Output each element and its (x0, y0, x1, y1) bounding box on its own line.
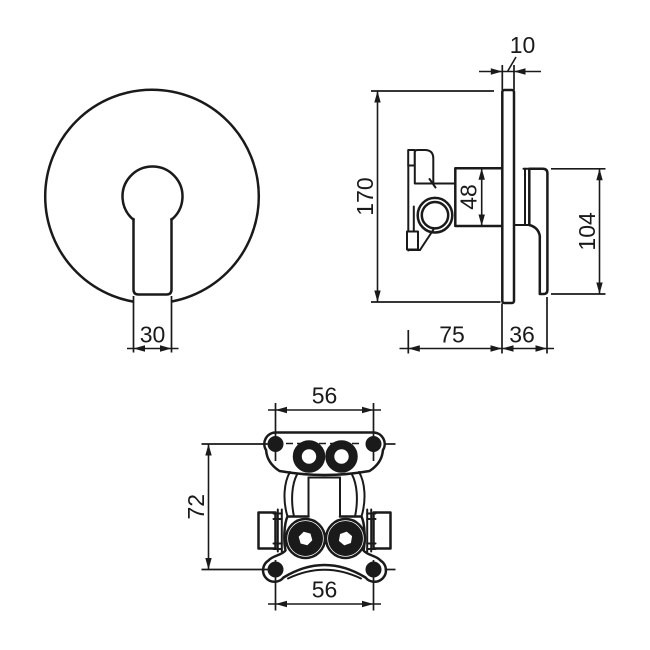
port-outline (292, 440, 326, 473)
mounting-hole (267, 436, 284, 452)
dimension-handle-length: 104 (551, 167, 606, 295)
dimension-port-spacing-bottom: 56 (268, 560, 381, 611)
arrowhead (596, 168, 603, 181)
side-view: 10 170 48 104 (352, 32, 606, 354)
tab-right (372, 511, 392, 550)
body-lower-outline (261, 515, 388, 584)
mounting-hole (365, 561, 382, 578)
dim-label-handle-width: 30 (140, 322, 166, 348)
shoulder-left-outer (283, 471, 291, 518)
bottom-view: 56 72 56 (183, 383, 396, 611)
dim-label-port-spacing-top: 56 (312, 383, 338, 409)
pipe-port-outer (416, 196, 454, 234)
dim-label-handle-length: 104 (574, 212, 600, 251)
arrowhead (514, 68, 526, 75)
mounting-hole (365, 436, 382, 452)
arrowhead (490, 345, 502, 352)
arrowhead (205, 558, 212, 570)
arrowhead (362, 600, 374, 608)
arrowhead (490, 68, 503, 75)
rough-in-valve-side (406, 149, 504, 252)
arrowhead (205, 444, 212, 456)
dim-label-body-depth: 75 (439, 322, 465, 348)
dimension-plate-thickness: 10 (479, 32, 541, 90)
port-outline (325, 440, 358, 473)
port-outline (324, 517, 367, 560)
dim-label-plate-thickness: 10 (510, 32, 536, 58)
dimension-plate-height: 170 (352, 90, 501, 303)
handle-knob-arc (121, 165, 184, 221)
front-view: 30 (43, 88, 261, 353)
hex-socket (298, 531, 313, 546)
bottom-ports (284, 517, 367, 560)
arrowhead (596, 282, 603, 294)
body-waist (283, 471, 366, 518)
handle-body (528, 167, 549, 296)
shoulder-right-inner (351, 473, 358, 518)
arrowhead (374, 91, 381, 103)
mounting-hole (267, 561, 284, 578)
dim-label-handle-projection: 36 (509, 322, 535, 348)
arrowhead (478, 214, 485, 226)
arrowhead (362, 406, 374, 414)
dimension-cartridge-height: 48 (456, 168, 485, 226)
arrowhead (478, 168, 485, 180)
arrowhead (275, 600, 287, 608)
valve-cartridge (454, 167, 504, 228)
handle-stem-outline (132, 217, 173, 296)
mounting-holes (267, 436, 382, 578)
bracket-hook (428, 178, 437, 189)
port-ring (294, 442, 324, 471)
dim-label-hole-spacing-vertical: 72 (183, 494, 209, 520)
arrowhead (133, 345, 145, 352)
dim-label-plate-height: 170 (352, 177, 378, 215)
clamp-foot (406, 230, 419, 251)
pipe-port-inner (420, 200, 450, 230)
handle-keyhole-fill (122, 166, 183, 305)
wall-plate (501, 88, 516, 305)
hex-socket (338, 531, 353, 546)
port-ring (327, 442, 356, 471)
dim-label-cartridge-height: 48 (456, 184, 482, 210)
handle-side-profile (513, 167, 549, 296)
arrowhead (535, 345, 547, 352)
bracket-block (413, 149, 435, 185)
shoulder-right-outer (358, 471, 366, 518)
body-bottom-arc-inner (287, 568, 362, 580)
arrowhead (374, 290, 381, 302)
dim-label-port-spacing-bottom: 56 (312, 577, 338, 603)
dimension-depth-projection: 75 36 (399, 297, 554, 354)
tab-left (257, 511, 277, 550)
arrowhead (275, 406, 287, 414)
leader-line (506, 56, 517, 72)
side-tabs (257, 508, 392, 553)
dimension-hole-spacing-vertical: 72 (183, 443, 396, 571)
arrowhead (502, 345, 514, 352)
arrowhead (160, 345, 172, 352)
arrowhead (408, 345, 420, 352)
shoulder-left-inner (291, 473, 298, 518)
top-ports (292, 440, 358, 473)
dimension-handle-width: 30 (127, 296, 179, 353)
